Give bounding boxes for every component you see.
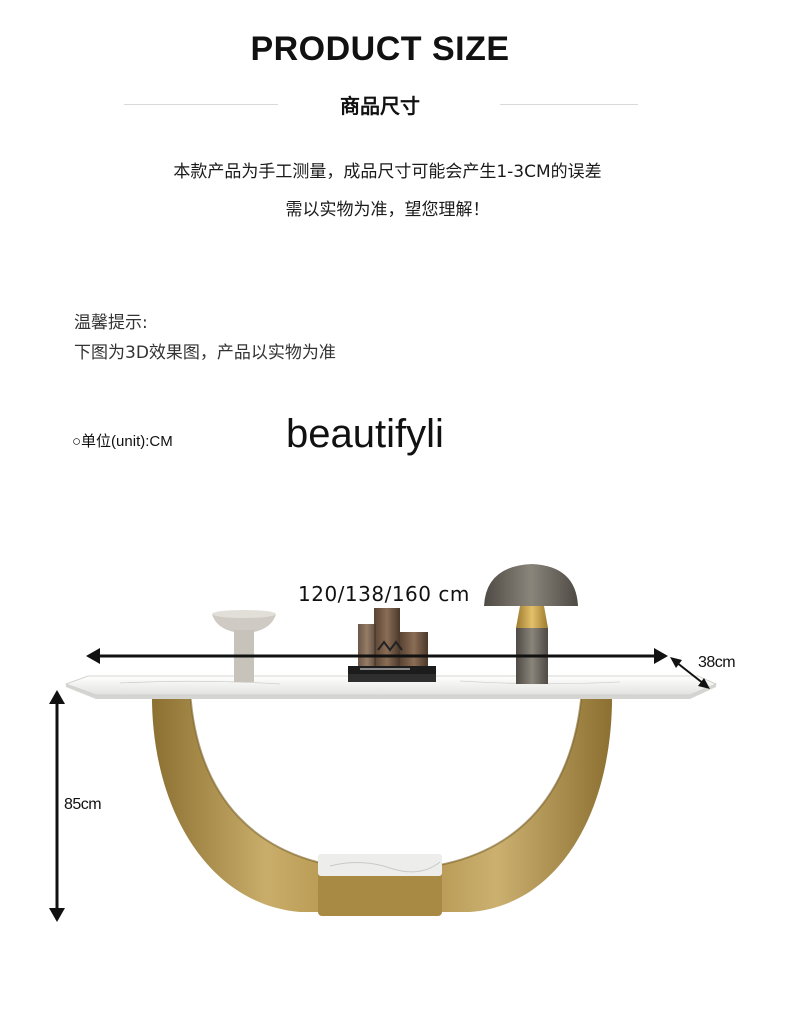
depth-dimension-arrow — [670, 657, 710, 689]
title-divider-right — [500, 104, 638, 105]
decor-books — [348, 666, 436, 682]
brand-name: beautifyli — [286, 412, 444, 456]
page-subtitle: 商品尺寸 — [340, 94, 420, 118]
marble-pedestal — [318, 854, 442, 916]
tip-text: 下图为3D效果图，产品以实物为准 — [74, 343, 336, 363]
unit-label: ○单位(unit):CM — [72, 433, 173, 450]
width-label: 120/138/160 cm — [298, 582, 470, 606]
tip-heading: 温馨提示: — [74, 313, 148, 333]
height-label: 85cm — [64, 796, 102, 813]
notice-line-1: 本款产品为手工测量，成品尺寸可能会产生1-3CM的误差 — [173, 162, 602, 182]
decor-wood-vases — [358, 608, 428, 672]
decor-lamp — [484, 564, 578, 684]
title-divider-left — [124, 104, 278, 105]
width-dimension-arrow — [86, 648, 668, 664]
height-dimension-arrow — [49, 690, 65, 922]
notice-line-2: 需以实物为准，望您理解！ — [285, 200, 490, 220]
decor-bowl-stand — [212, 610, 276, 682]
page-title: PRODUCT SIZE — [250, 30, 510, 68]
depth-label: 38cm — [698, 654, 736, 671]
marble-tabletop — [64, 675, 718, 699]
